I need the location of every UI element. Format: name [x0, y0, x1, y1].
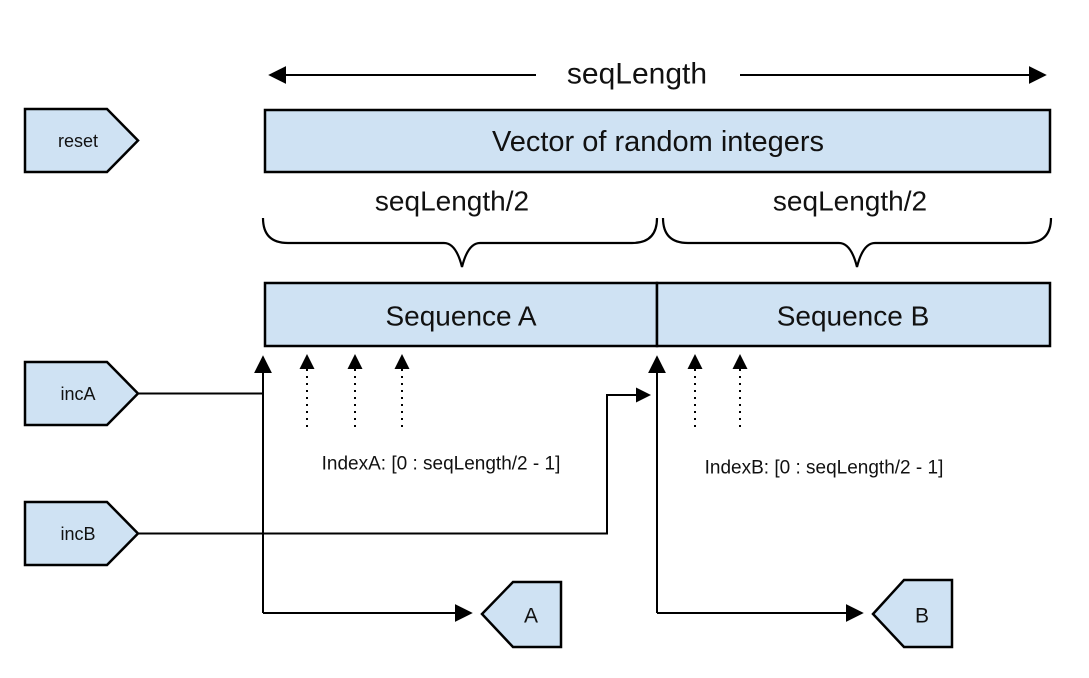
seqlength-arrow: seqLength	[268, 58, 1047, 91]
brace-left	[261, 217, 659, 268]
sequence-b-rect	[655, 281, 1052, 348]
output-b-pentagon-shape	[871, 578, 954, 649]
sequence-a-box: Sequence A	[263, 281, 659, 348]
sequence-a-label: Sequence A	[385, 301, 536, 332]
sequence-a-rect	[263, 281, 659, 348]
seqlength-label: seqLength	[567, 58, 707, 91]
index-a-annotation: IndexA: [0 : seqLength/2 - 1]	[322, 454, 561, 475]
incb-pentagon-shape	[23, 500, 140, 567]
seqlength-half-right-label: seqLength/2	[773, 186, 927, 217]
reset-pentagon-shape	[23, 107, 140, 174]
sequence-a-dotted-arrows	[299, 354, 410, 427]
incb-wire	[138, 387, 651, 535]
incb-label: incB	[60, 524, 95, 544]
vector-box-rect	[263, 108, 1052, 174]
incb-pentagon: incB	[23, 500, 140, 567]
output-a-pentagon-shape	[480, 580, 563, 649]
sequence-b-label: Sequence B	[777, 301, 930, 332]
output-b-label: B	[915, 605, 929, 628]
seqlength-half-left-label: seqLength/2	[375, 186, 529, 217]
reset-label: reset	[58, 131, 98, 151]
vector-box: Vector of random integers	[263, 108, 1052, 174]
output-a-label: A	[524, 605, 538, 628]
inca-pentagon: incA	[23, 360, 140, 427]
sequence-b-dotted-arrows	[687, 354, 748, 427]
vector-box-label: Vector of random integers	[492, 126, 824, 158]
sequence-b-box: Sequence B	[655, 281, 1052, 348]
brace-right	[661, 217, 1053, 268]
reset-pentagon: reset	[23, 107, 140, 174]
output-a-pentagon: A	[480, 580, 563, 649]
inca-pentagon-shape	[23, 360, 140, 427]
index-b-annotation: IndexB: [0 : seqLength/2 - 1]	[705, 458, 944, 479]
inca-label: incA	[60, 384, 95, 404]
output-b-pentagon: B	[871, 578, 954, 649]
